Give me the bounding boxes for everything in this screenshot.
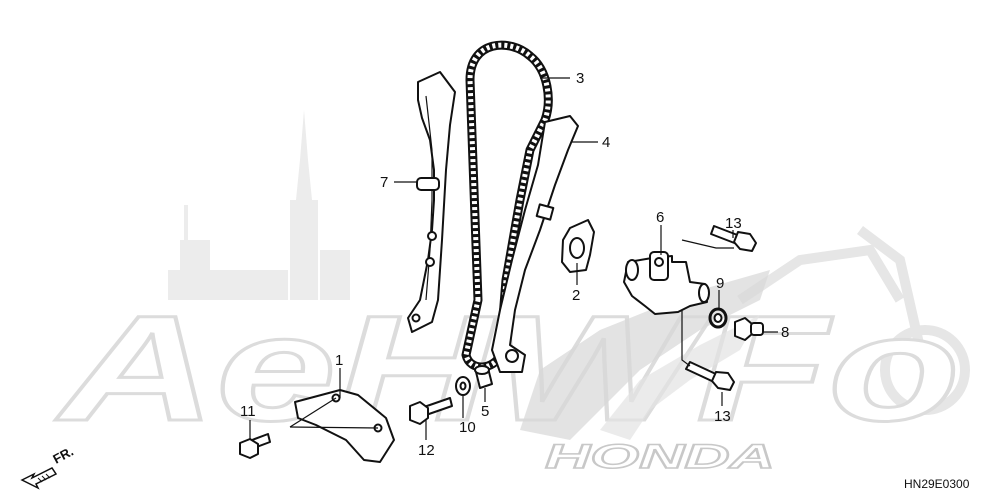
callout-10: 9 <box>716 275 724 292</box>
collar <box>474 365 493 389</box>
tensioner-gasket <box>561 219 595 273</box>
bolt-lower <box>685 361 735 391</box>
front-arrow-icon <box>20 467 58 490</box>
chain-guide <box>491 115 579 373</box>
callout-5: 5 <box>481 403 489 420</box>
diagram-code: HN29E0300 <box>904 477 970 491</box>
callout-7: 7 <box>380 174 388 191</box>
honda-logo-watermark: HONDA <box>545 438 775 476</box>
callout-3: 3 <box>576 70 584 87</box>
tensioner-lifter <box>623 251 710 315</box>
callout-9: 10 <box>459 419 476 436</box>
washer <box>455 376 471 396</box>
callout-13-lower: 13 <box>714 408 731 425</box>
leader-lines <box>249 77 778 440</box>
callout-8: 8 <box>781 324 789 341</box>
sealing-bolt <box>734 317 764 341</box>
front-direction-indicator: FR. <box>20 444 76 490</box>
callout-2: 2 <box>572 287 580 304</box>
callout-12: 12 <box>418 442 435 459</box>
pivot-bolt <box>409 397 453 425</box>
callout-labels: 3 4 7 2 6 13 9 8 13 5 10 12 1 11 <box>240 70 789 459</box>
callout-4: 4 <box>602 134 610 151</box>
callout-6: 6 <box>656 209 664 226</box>
callout-11: 11 <box>240 403 256 420</box>
tensioner-arm <box>407 71 456 333</box>
callout-1: 1 <box>335 352 343 369</box>
o-ring <box>708 307 728 329</box>
bolt-upper <box>710 225 757 252</box>
callout-13-upper: 13 <box>725 215 742 232</box>
